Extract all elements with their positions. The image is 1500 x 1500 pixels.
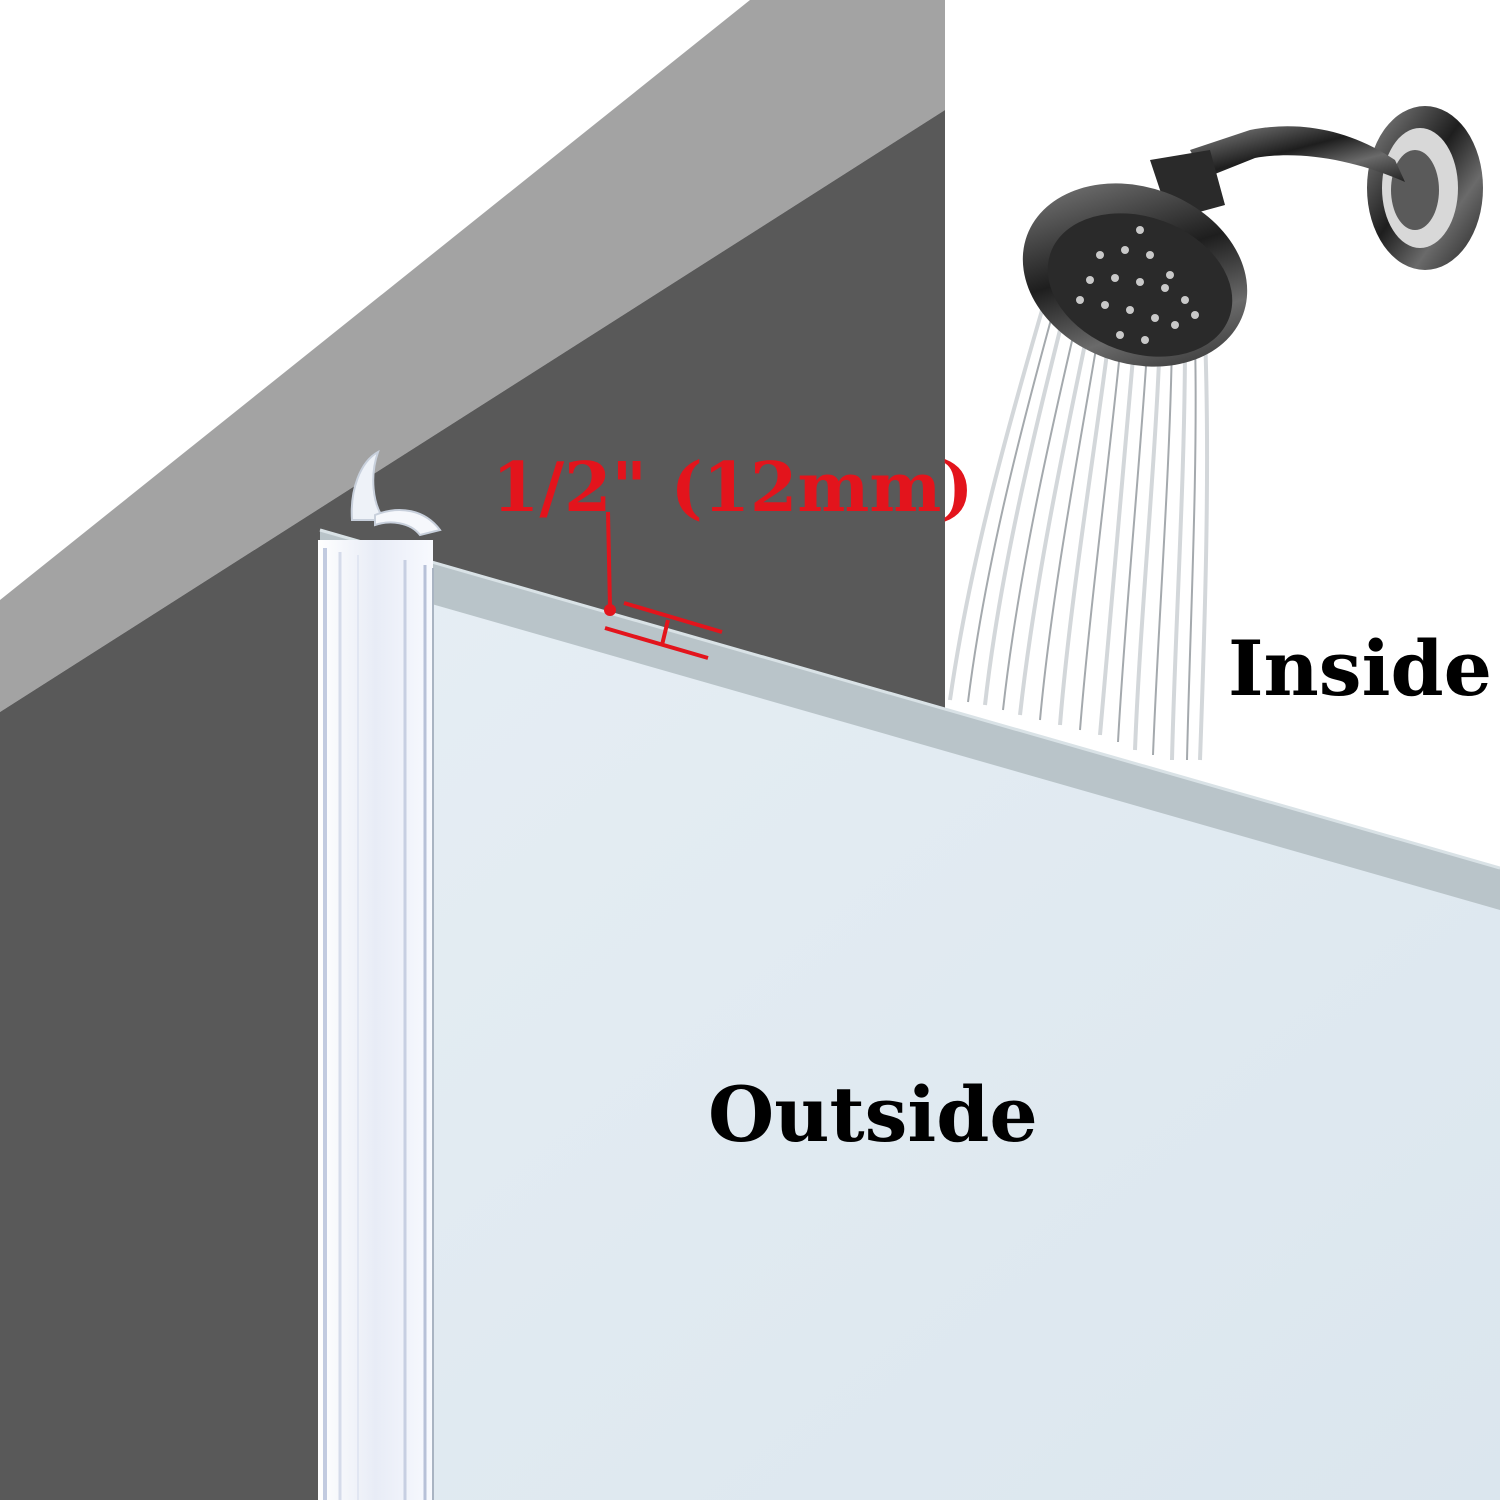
outside-label: Outside [708, 1070, 1038, 1159]
inside-label: Inside [1228, 624, 1492, 713]
measurement-label: 1/2" (12mm) [492, 448, 974, 528]
measurement-marker [604, 511, 723, 660]
glass-panel [320, 545, 1500, 1500]
shower-head-icon [948, 106, 1483, 761]
glass-top-edge [320, 530, 1500, 910]
ceiling-band [0, 0, 945, 712]
measurement-dot [604, 604, 616, 616]
seal-strip-icon [318, 449, 442, 1500]
